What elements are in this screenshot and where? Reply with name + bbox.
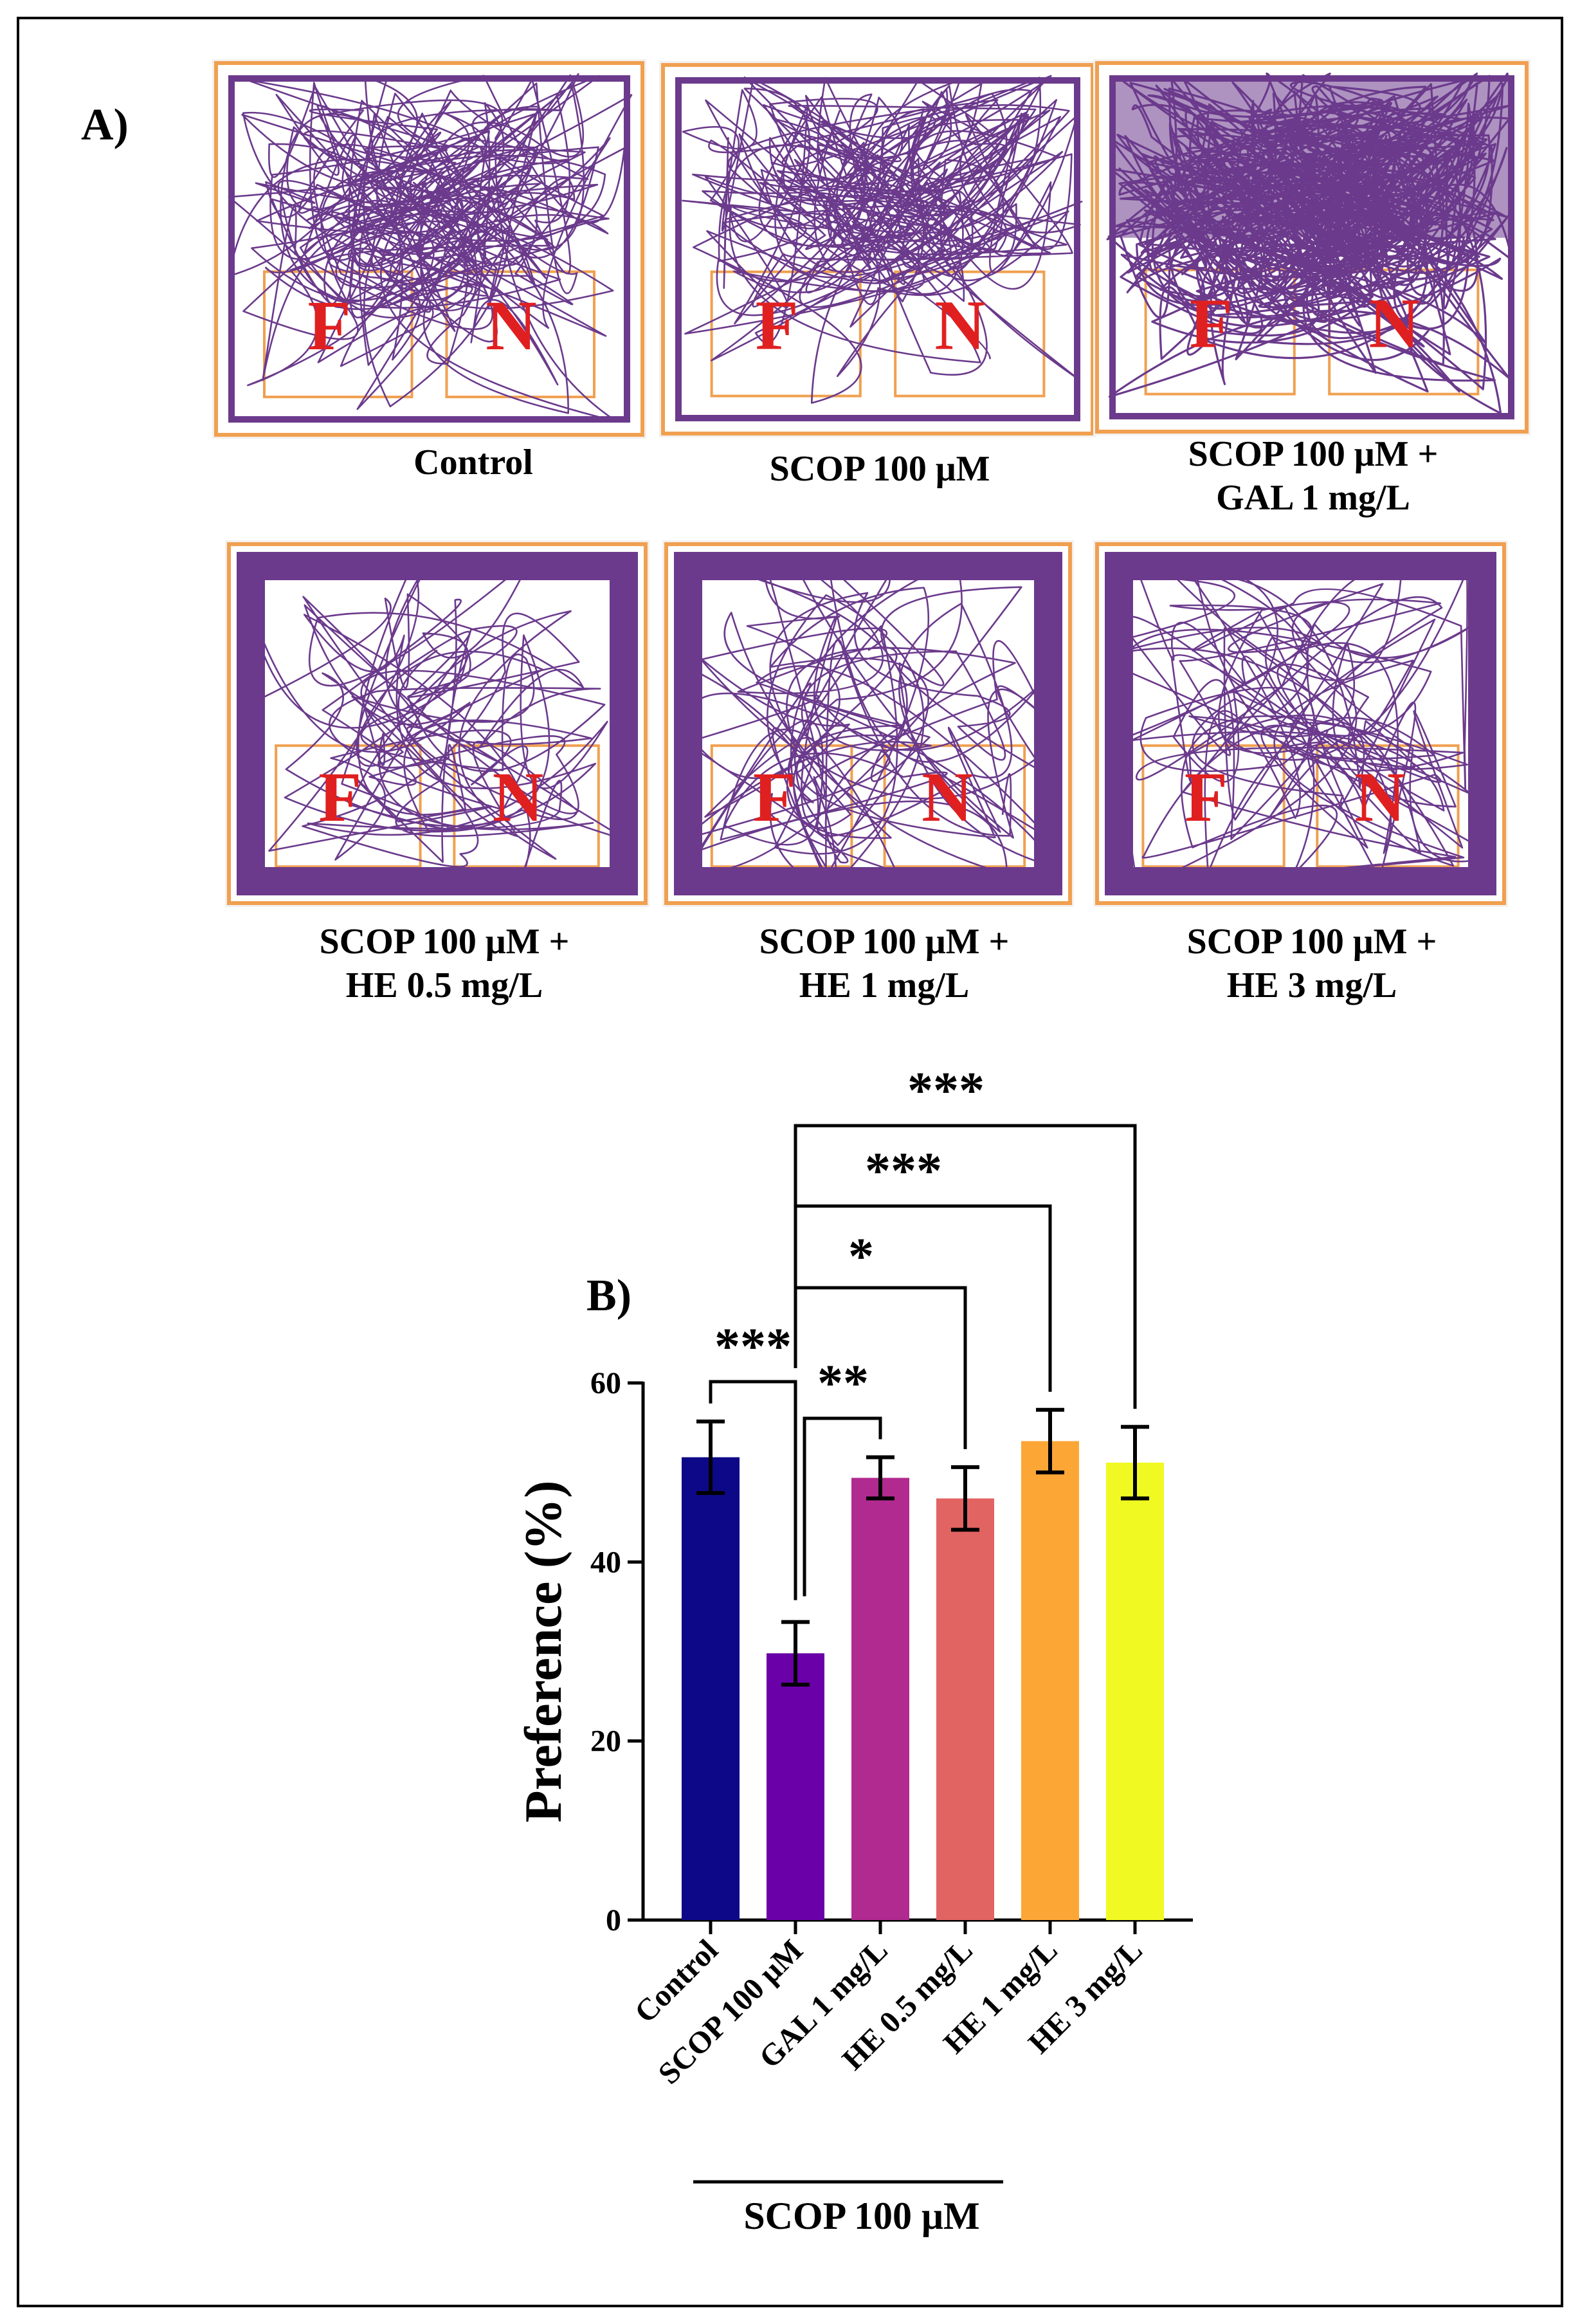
error-bar — [1121, 1425, 1149, 1501]
trial-label-line2: HE 1 mg/L — [799, 965, 970, 1005]
trial-label-line1: SCOP 100 μM + — [1188, 434, 1439, 474]
trial-label-scop: SCOP 100 μM — [648, 447, 1111, 491]
trial-label-scop-gal: SCOP 100 μM + GAL 1 mg/L — [1082, 432, 1545, 520]
significance-bracket — [709, 1380, 797, 1600]
trial-label-line1: Control — [413, 443, 533, 482]
trial-label-scop-he3: SCOP 100 μM + HE 3 mg/L — [1080, 920, 1543, 1007]
group-label: SCOP 100 μM — [743, 2195, 979, 2237]
error-bar — [951, 1465, 979, 1532]
trial-label-line1: SCOP 100 μM + — [759, 922, 1010, 962]
trial-label-line1: SCOP 100 μM — [769, 449, 990, 489]
bar — [767, 1653, 824, 1920]
significance-bracket — [794, 1286, 967, 1449]
zone-f-label: F — [318, 758, 361, 836]
zone-f-label: F — [753, 758, 796, 836]
error-bar — [781, 1620, 810, 1687]
significance-bracket — [794, 1124, 1137, 1409]
y-tick-label: 40 — [590, 1545, 621, 1579]
zone-n-label: N — [493, 758, 543, 836]
y-tick-label: 20 — [590, 1725, 621, 1759]
panel-a-label: A) — [81, 100, 129, 150]
bar — [1021, 1441, 1079, 1920]
significance-bracket — [803, 1416, 882, 1597]
trial-label-scop-he1: SCOP 100 μM + HE 1 mg/L — [653, 920, 1116, 1007]
zone-f-label: F — [1185, 758, 1228, 836]
x-tick-label: SCOP 100 μM — [651, 1933, 809, 2091]
significance-stars: *** — [907, 1063, 985, 1119]
bar — [682, 1457, 740, 1920]
significance-stars: *** — [865, 1143, 942, 1200]
trial-label-line2: HE 0.5 mg/L — [345, 965, 543, 1005]
zone-n-label: N — [934, 286, 985, 364]
zone-n-label: N — [486, 286, 536, 365]
error-bar — [696, 1419, 725, 1496]
error-bar — [866, 1455, 894, 1501]
bar — [1106, 1462, 1164, 1920]
y-tick-label: 60 — [590, 1366, 621, 1400]
trial-label-line2: GAL 1 mg/L — [1216, 478, 1410, 518]
bar — [936, 1498, 994, 1920]
figure-frame — [17, 17, 1563, 2307]
significance-stars: *** — [714, 1319, 792, 1375]
zone-f-label: F — [756, 286, 799, 364]
error-bar — [1036, 1407, 1064, 1475]
significance-bracket — [794, 1204, 1052, 1392]
panel-b-label: B) — [586, 1271, 631, 1321]
trial-label-line1: SCOP 100 μM + — [319, 922, 570, 962]
zone-f-label: F — [308, 286, 351, 365]
significance-stars: * — [848, 1229, 874, 1285]
significance-stars: ** — [817, 1355, 869, 1412]
trial-label-scop-he05: SCOP 100 μM + HE 0.5 mg/L — [213, 920, 676, 1007]
y-tick-label: 0 — [606, 1903, 621, 1937]
zone-n-label: N — [922, 758, 972, 836]
trial-label-line1: SCOP 100 μM + — [1186, 922, 1437, 962]
zone-n-label: N — [1368, 284, 1419, 362]
bar — [851, 1478, 909, 1920]
y-axis-label: Preference (%) — [514, 1481, 572, 1823]
trial-label-control: Control — [242, 441, 705, 484]
zone-f-label: F — [1190, 284, 1233, 362]
zone-n-label: N — [1354, 758, 1405, 836]
trial-label-line2: HE 3 mg/L — [1226, 965, 1397, 1005]
